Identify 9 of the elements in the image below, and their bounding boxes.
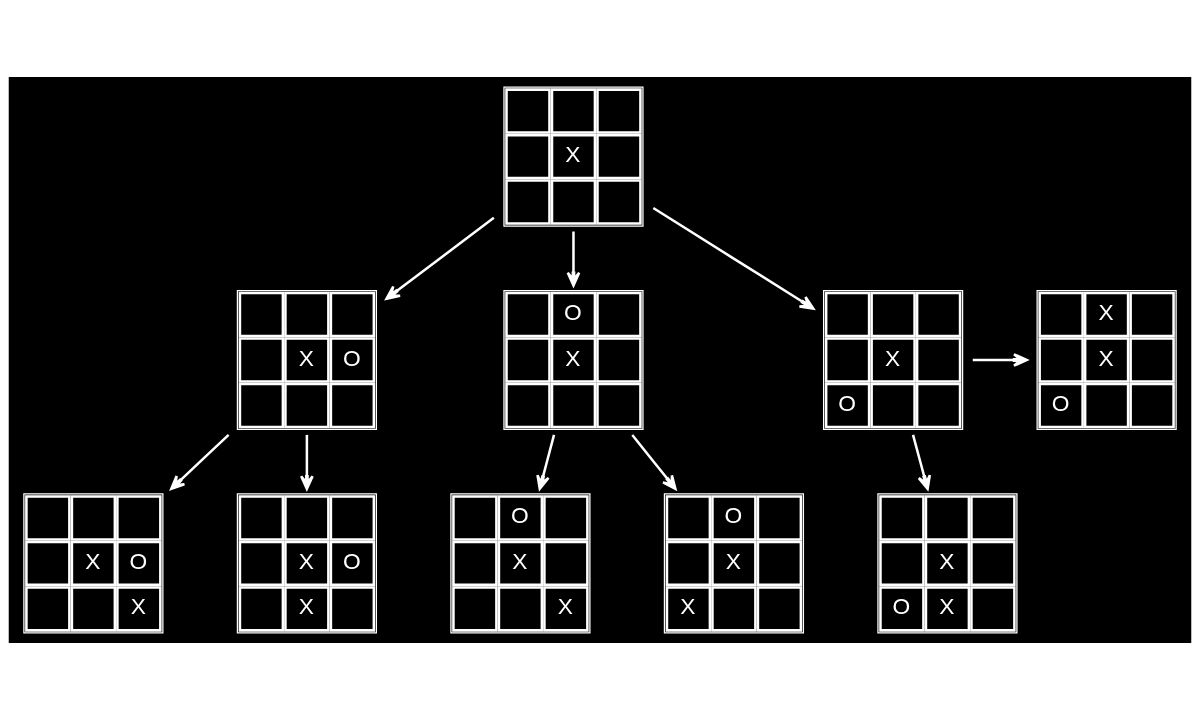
arrow: [385, 216, 495, 300]
arrow: [170, 434, 230, 491]
arrow: [566, 231, 581, 287]
arrow: [299, 434, 314, 491]
arrow: [631, 434, 677, 491]
arrow: [652, 206, 815, 310]
arrow: [972, 353, 1028, 367]
arrow: [536, 434, 556, 491]
arrow: [911, 434, 932, 491]
